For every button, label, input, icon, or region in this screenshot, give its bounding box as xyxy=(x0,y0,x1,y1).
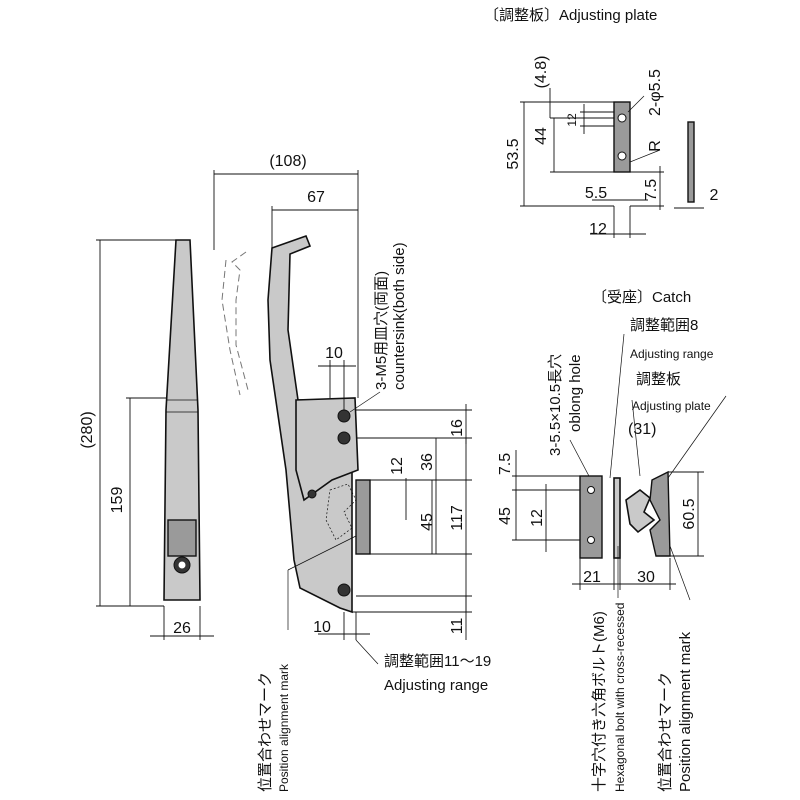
dim-30: 30 xyxy=(637,569,655,586)
dim-16: 16 xyxy=(449,419,466,437)
dim-117: 117 xyxy=(449,505,466,531)
label-pos-mark-right-en: Position alignment mark xyxy=(677,631,694,792)
catch-part xyxy=(579,470,671,559)
title-adjusting-plate: 〔調整板〕Adjusting plate xyxy=(484,6,657,24)
dim-53-5: 53.5 xyxy=(505,138,522,169)
dim-12-plate-bottom: 12 xyxy=(589,221,607,238)
label-adj-range8-jp: 調整範囲8 xyxy=(630,316,698,334)
dim-7-5-plate: 7.5 xyxy=(643,179,660,201)
dim-10-bottom: 10 xyxy=(313,619,331,636)
label-adj-range8-en: Adjusting range xyxy=(630,347,714,361)
dim-12-catch: 12 xyxy=(529,509,546,527)
dim-159: 159 xyxy=(109,487,126,514)
dim-2: 2 xyxy=(710,187,719,204)
label-adj-range-11-19-en: Adjusting range xyxy=(384,677,488,694)
adjusting-plate-side xyxy=(687,121,695,203)
label-pos-mark-left-jp: 位置合わせマーク xyxy=(257,672,274,792)
label-adj-plate-en: Adjusting plate xyxy=(632,399,711,413)
dim-2-phi-5-5: 2-φ5.5 xyxy=(647,69,664,116)
dim-12-plate: 12 xyxy=(565,113,579,127)
dim-45-body: 45 xyxy=(419,513,436,531)
dim-4-8: (4.8) xyxy=(533,56,550,89)
label-hex-bolt-en: Hexagonal bolt with cross-recessed xyxy=(613,603,627,792)
label-adj-plate-jp: 調整板 xyxy=(636,370,681,388)
dim-280: (280) xyxy=(79,411,96,448)
adjusting-plate-front xyxy=(613,101,631,173)
label-hex-bolt-jp: 十字穴付き六角ボルト(M6) xyxy=(591,611,608,792)
dim-44: 44 xyxy=(533,127,550,145)
dim-36: 36 xyxy=(419,453,436,471)
dim-67: 67 xyxy=(307,189,325,206)
dim-11: 11 xyxy=(449,618,466,635)
label-oblong-en: oblong hole xyxy=(567,354,584,432)
latch-front-view xyxy=(221,234,371,614)
dim-26: 26 xyxy=(173,620,191,637)
dim-7-5-catch: 7.5 xyxy=(497,453,514,475)
title-catch: 〔受座〕Catch xyxy=(592,289,691,306)
label-countersink-en: countersink(both side) xyxy=(391,242,408,390)
dim-R: R xyxy=(647,140,664,152)
label-adj-range-11-19-jp: 調整範囲11～19 xyxy=(384,652,491,670)
dim-45-catch: 45 xyxy=(497,507,514,525)
dim-31: (31) xyxy=(628,421,656,438)
dim-10-top: 10 xyxy=(325,345,343,362)
dim-60-5: 60.5 xyxy=(681,498,698,529)
dim-12-body: 12 xyxy=(389,457,406,475)
dim-5-5: 5.5 xyxy=(585,185,607,202)
latch-side-view xyxy=(163,239,201,601)
label-oblong-jp: 3-5.5×10.5長穴 xyxy=(547,354,564,456)
dim-108: (108) xyxy=(269,153,306,170)
label-pos-mark-right-jp: 位置合わせマーク xyxy=(657,672,674,792)
label-countersink-jp: 3-M5用皿穴(両面) xyxy=(373,271,390,390)
label-pos-mark-left-en: Position alignment mark xyxy=(277,663,291,792)
dim-21: 21 xyxy=(583,569,601,586)
